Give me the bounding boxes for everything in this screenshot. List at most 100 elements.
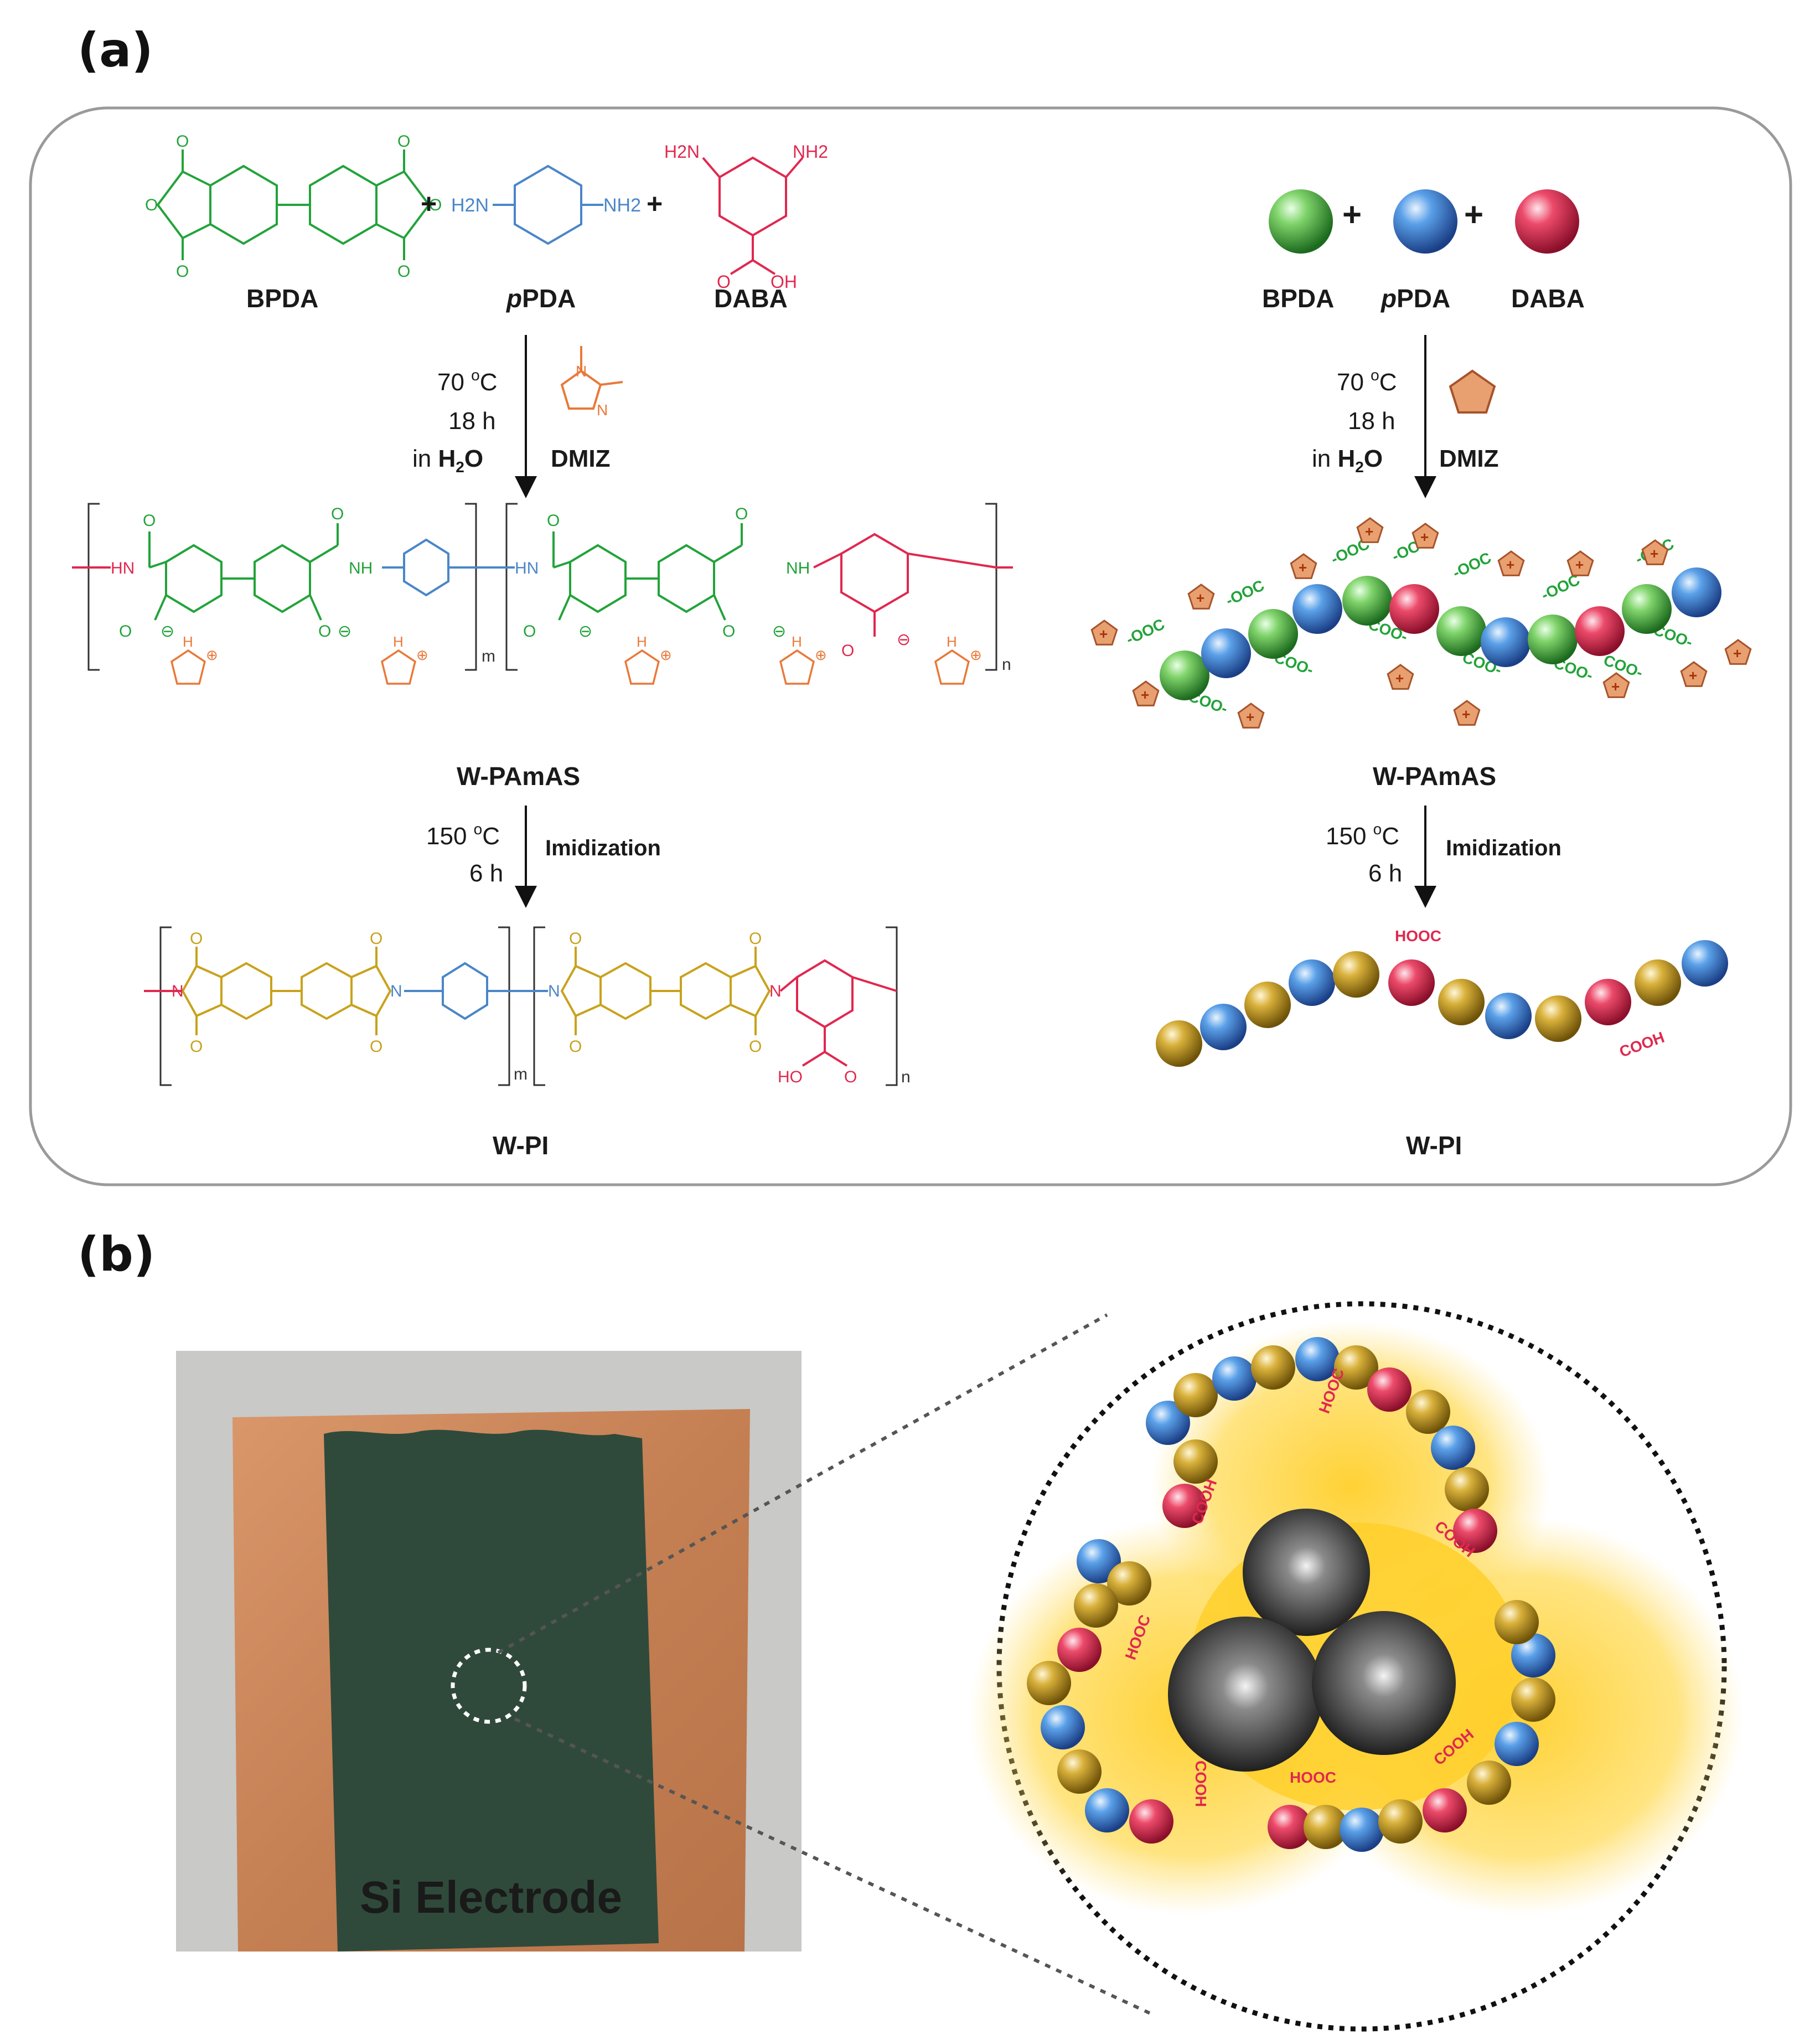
label-w-pi-right: W-PI	[1406, 1131, 1462, 1160]
label-daba: DABA	[1511, 284, 1585, 313]
daba-sphere	[1129, 1799, 1173, 1844]
bpda-o: O	[176, 132, 189, 151]
w-pi-o: O	[569, 930, 582, 948]
si-particle	[1168, 1617, 1323, 1772]
dmiz-nh: H	[637, 633, 647, 650]
w-pamas-coo: O	[841, 642, 854, 660]
ppda-sphere	[1212, 1356, 1257, 1401]
dmiz-cation-plus: +	[1462, 706, 1470, 722]
dmiz-nh: H	[947, 633, 957, 650]
carboxylate-label: -OOC	[1223, 576, 1266, 609]
step2-conditions-right: 150 oC 6 h Imidization	[1326, 820, 1562, 887]
daba-sphere	[1585, 979, 1631, 1025]
step1-conditions-left: 70 oC 18 h in H2O N N DMIZ	[412, 346, 623, 476]
w-pi-n: N	[390, 982, 402, 1000]
dmiz-plus: ⊕	[416, 647, 428, 663]
imide-sphere	[1535, 995, 1581, 1042]
panel-a-frame	[29, 106, 1792, 1186]
si-particle	[1312, 1611, 1456, 1755]
daba-sphere	[1057, 1628, 1102, 1672]
bpda-sphere	[1622, 584, 1672, 634]
ppda-sphere	[1289, 959, 1335, 1006]
ppda-sphere	[1481, 617, 1531, 667]
svg-text:150 oC: 150 oC	[1326, 820, 1399, 850]
w-pi-o: O	[370, 930, 382, 948]
imide-sphere	[1511, 1677, 1555, 1722]
ppda-sphere	[1201, 628, 1251, 678]
w-pi-n: N	[548, 982, 560, 1000]
w-pi-o: O	[190, 1037, 203, 1056]
svg-text:18 h: 18 h	[448, 407, 496, 435]
imide-sphere	[1074, 1583, 1118, 1628]
dmiz-cation-icon	[1566, 550, 1594, 576]
bpda-sphere	[1248, 609, 1298, 659]
dmiz-cation-icon	[1724, 639, 1752, 665]
w-pamas-hn: HN	[515, 559, 539, 577]
ppda-sphere	[1085, 1788, 1129, 1832]
imide-sphere	[1445, 1467, 1489, 1511]
electrode-caption: Si Electrode	[360, 1872, 622, 1923]
dmiz-cation-plus: +	[1196, 590, 1204, 606]
w-pi-ho: HO	[778, 1068, 803, 1086]
dmiz-nh: H	[792, 633, 802, 650]
label-w-pi-left: W-PI	[493, 1131, 549, 1160]
w-pamas-minus: ⊖	[161, 622, 174, 641]
si-coating	[324, 1429, 659, 1952]
dmiz-cation-plus: +	[1099, 626, 1108, 642]
w-pamas-minus: ⊖	[338, 622, 351, 641]
w-pi-n: N	[172, 982, 184, 1000]
daba-h2n: H2N	[664, 142, 700, 162]
w-pi-o: O	[844, 1068, 857, 1086]
carboxyl-label: COOH	[1192, 1761, 1209, 1807]
imide-sphere	[1467, 1761, 1511, 1805]
dmiz-cation-plus: +	[1365, 523, 1373, 540]
w-pamas-o: O	[735, 505, 748, 523]
ppda-sphere	[1511, 1633, 1555, 1677]
daba-sphere	[1367, 1367, 1411, 1412]
carboxylate-label: -OOC	[1123, 615, 1167, 648]
dmiz-cation-plus: +	[1650, 545, 1658, 562]
svg-text:70 oC: 70 oC	[1337, 366, 1397, 396]
step1-conditions-right: 70 oC 18 h in H2O DMIZ	[1312, 366, 1499, 476]
ppda-sphere	[1682, 940, 1728, 987]
imide-sphere	[1406, 1390, 1450, 1434]
daba-sphere	[1389, 584, 1439, 634]
dmiz-cation-plus: +	[1689, 667, 1697, 684]
ppda-sphere	[1146, 1401, 1190, 1445]
daba-sphere	[1453, 1509, 1497, 1553]
imide-sphere	[1438, 979, 1485, 1025]
svg-text:70 oC: 70 oC	[437, 366, 498, 396]
ppda-sphere	[1200, 1004, 1247, 1050]
w-pamas-cartoon: COO-COO-COO-COO-COO-COO-COO--OOC-OOC-OOC…	[1090, 517, 1752, 729]
ppda-sphere	[1292, 584, 1342, 634]
daba-structure	[702, 156, 804, 275]
zoom-line	[514, 1717, 1155, 2017]
ppda-sphere	[1393, 189, 1457, 254]
imide-sphere	[1304, 1805, 1348, 1849]
dmiz-pentagon-icon	[1449, 369, 1496, 414]
w-pi-sub-n: n	[901, 1068, 911, 1086]
ppda-sphere	[1295, 1337, 1340, 1381]
w-pamas-nh: NH	[786, 559, 810, 577]
reagent-dmiz: DMIZ	[1439, 445, 1499, 472]
imide-sphere	[1107, 1561, 1151, 1605]
daba-sphere	[1268, 1805, 1312, 1849]
dmiz-plus: ⊕	[206, 647, 218, 663]
dmiz-cation-icon	[1497, 550, 1525, 576]
w-pamas-structure: HN NH HN NH O O O O O ⊖ O ⊖ O ⊖ O ⊖ O ⊖ …	[72, 503, 1013, 685]
dmiz-n: N	[597, 401, 608, 419]
plus-sign: +	[1464, 196, 1483, 233]
w-pi-o: O	[749, 930, 762, 948]
imide-sphere	[1173, 1439, 1218, 1484]
dmiz-cation-plus: +	[1246, 709, 1254, 725]
cartoon-monomers: + + BPDA pPDA DABA	[1262, 189, 1585, 313]
dmiz-cation-icon	[1132, 680, 1160, 706]
svg-text:in H2O: in H2O	[1312, 445, 1383, 476]
dmiz-cation-plus: +	[1141, 686, 1149, 703]
w-pamas-minus: ⊖	[897, 631, 911, 649]
step2-conditions-left: 150 oC 6 h Imidization	[426, 820, 661, 887]
dmiz-structure	[560, 346, 623, 410]
daba-sphere	[1515, 189, 1579, 254]
carboxyl-label: HOOC	[1395, 927, 1441, 944]
